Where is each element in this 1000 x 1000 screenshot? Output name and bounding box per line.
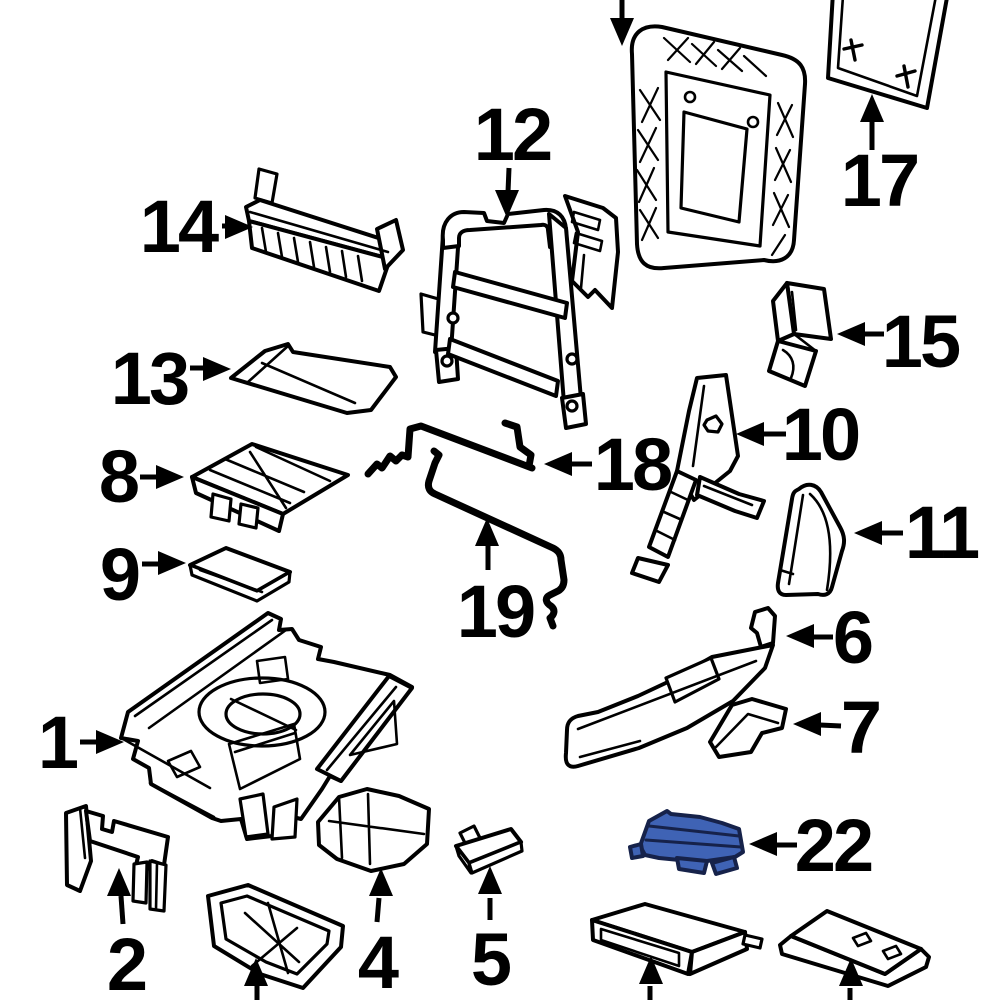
arrowhead-left-icon: [837, 322, 865, 346]
arrowhead-left-icon: [854, 521, 882, 545]
arrowhead-left-icon: [736, 422, 764, 446]
callout-22: 22: [749, 804, 875, 887]
part-19-drawing: [424, 447, 568, 630]
arrowhead-left-icon: [786, 624, 814, 648]
callout-13-number: 13: [111, 337, 188, 420]
part-6-drawing: [563, 606, 777, 769]
callout-9: 9: [100, 533, 186, 616]
part-2-drawing: [64, 804, 170, 913]
callout-18-number: 18: [594, 423, 671, 506]
arrowhead-right-icon: [158, 551, 186, 575]
arrowhead-down-icon: [495, 190, 519, 218]
callout-17: 17: [841, 94, 920, 222]
part-18-drawing: [364, 419, 536, 478]
callout-19-number: 19: [457, 570, 534, 653]
callout-18: 18: [544, 423, 674, 506]
callout-8-number: 8: [99, 435, 138, 518]
callout-10-number: 10: [782, 393, 859, 476]
part-17-drawing: [826, 0, 949, 110]
arrowhead-up-icon: [107, 868, 131, 896]
arrowhead-left-icon: [544, 452, 572, 476]
arrowhead-right-icon: [96, 730, 124, 754]
part-storage-box-drawing: [590, 902, 764, 976]
callout-7-number: 7: [841, 686, 879, 769]
callout-13: 13: [111, 337, 231, 420]
part-22-drawing-highlighted: [628, 809, 745, 876]
callout-6: 6: [786, 596, 875, 679]
callout-15-number: 15: [882, 300, 960, 383]
arrowhead-up-icon: [244, 958, 268, 986]
callout-4: 4: [358, 868, 402, 1000]
part-13-drawing: [229, 342, 398, 415]
arrowhead-down-icon: [610, 18, 634, 46]
arrowhead-up-icon: [839, 958, 863, 986]
callout-2: 2: [107, 868, 149, 1000]
part-9-drawing: [188, 546, 292, 603]
callout-7: 7: [793, 686, 882, 769]
arrowhead-up-icon: [478, 866, 502, 894]
callout-4-number: 4: [358, 921, 399, 1000]
part-11-drawing: [775, 482, 847, 597]
part-tray-drawing: [206, 883, 345, 990]
cropped-arrow-storage-box: [639, 956, 663, 1000]
part-12-drawing: [419, 194, 620, 430]
arrowhead-up-icon: [639, 956, 663, 984]
arrowhead-right-icon: [225, 215, 253, 239]
part-22-body: [638, 809, 745, 864]
part-4-drawing: [316, 787, 431, 873]
callout-12: 12: [474, 93, 554, 218]
part-seatback-pad-drawing: [629, 24, 808, 271]
callout-8: 8: [99, 435, 184, 518]
callout-5: 5: [471, 866, 514, 1000]
callout-15: 15: [837, 300, 963, 383]
cropped-arrow-top: [610, 0, 634, 46]
part-7-drawing: [708, 697, 788, 759]
callout-10: 10: [736, 393, 862, 476]
part-1-drawing: [119, 611, 414, 841]
part-8-drawing: [190, 442, 350, 533]
callout-6-number: 6: [833, 596, 872, 679]
arrowhead-up-icon: [369, 868, 393, 896]
callout-1-number: 1: [38, 701, 78, 784]
callout-22-number: 22: [795, 804, 872, 887]
callout-2-number: 2: [107, 923, 146, 1000]
part-14-drawing: [244, 167, 405, 293]
part-5-drawing: [454, 824, 524, 875]
part-lid-panel-drawing: [778, 909, 931, 988]
part-10-drawing: [630, 373, 766, 584]
callout-14-number: 14: [140, 185, 219, 268]
callout-5-number: 5: [471, 918, 511, 1000]
arrowhead-up-icon: [475, 518, 499, 546]
callout-11: 11: [854, 491, 982, 574]
callout-14: 14: [140, 185, 253, 268]
callout-12-number: 12: [474, 93, 551, 176]
arrowhead-left-icon: [793, 712, 821, 736]
arrowhead-up-icon: [860, 94, 884, 122]
arrowhead-left-icon: [749, 832, 777, 856]
callout-17-number: 17: [841, 139, 917, 222]
arrowhead-right-icon: [156, 465, 184, 489]
callout-19: 19: [457, 518, 537, 653]
cropped-arrow-bottom-center: [244, 958, 268, 1000]
arrowhead-right-icon: [203, 357, 231, 381]
part-15-drawing: [767, 281, 833, 388]
callout-11-number: 11: [905, 491, 979, 574]
callout-1: 1: [38, 701, 124, 784]
callout-9-number: 9: [100, 533, 139, 616]
cropped-arrow-lid-panel: [839, 958, 863, 1000]
